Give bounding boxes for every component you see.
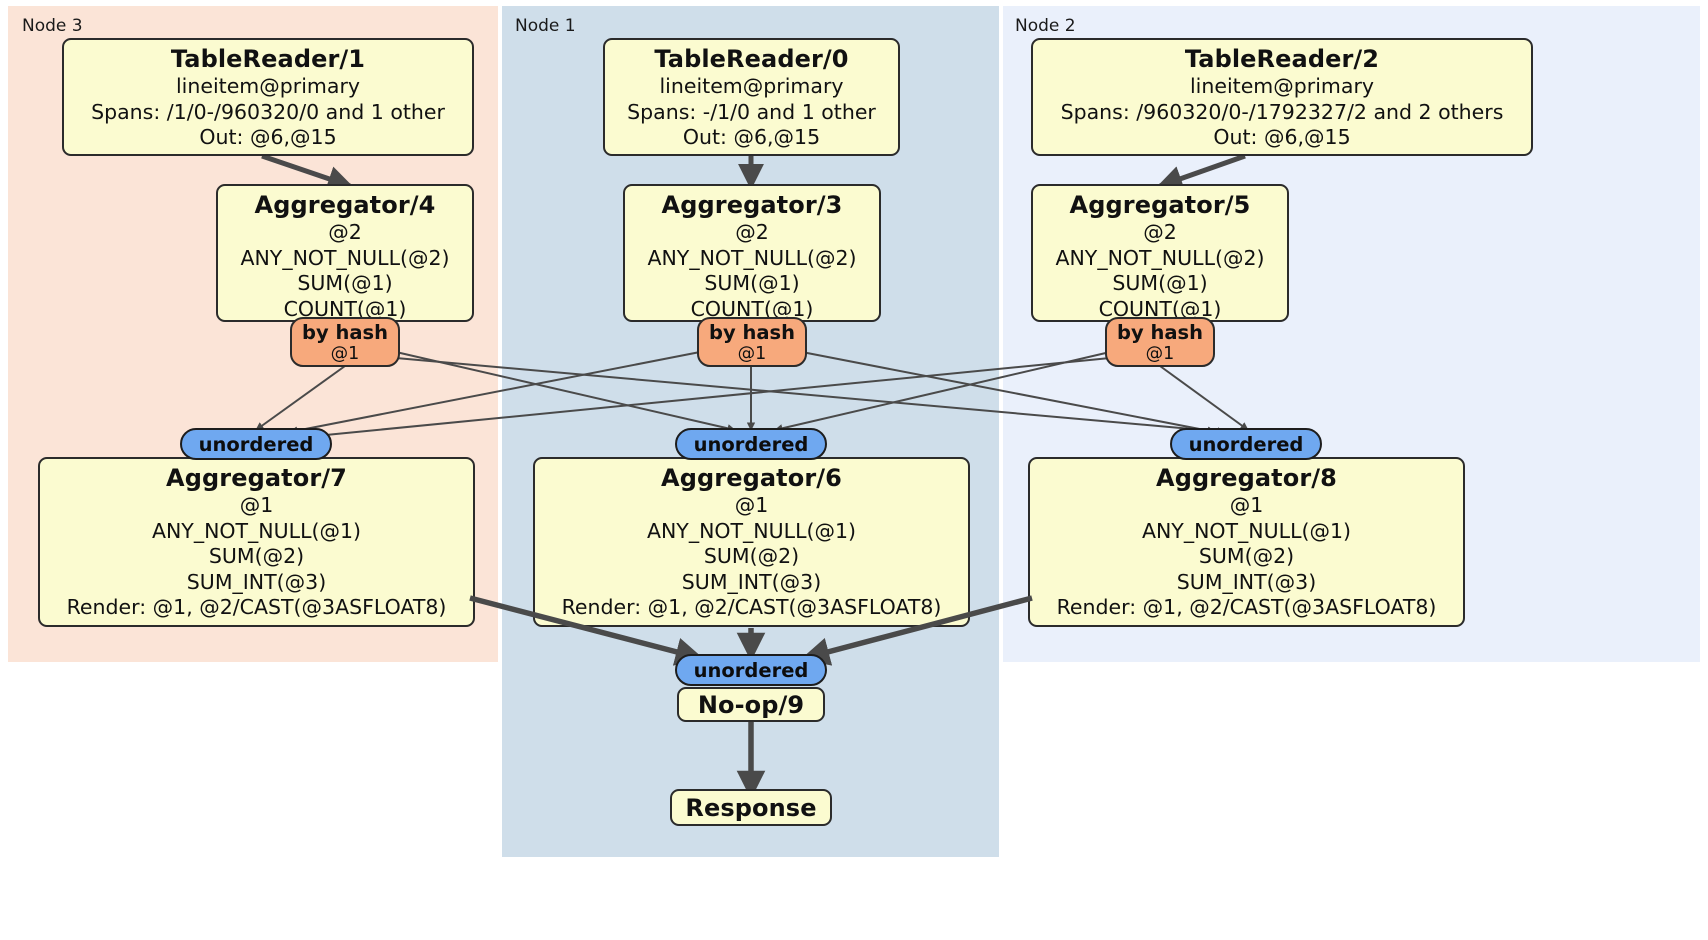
processor-detail: @2 xyxy=(735,220,769,244)
processor-response[interactable]: Response xyxy=(670,789,832,826)
edge-aggregator7-unorderedfinal xyxy=(469,595,705,666)
router-by-hash-right[interactable]: by hash @1 xyxy=(1105,317,1215,367)
processor-detail: ANY_NOT_NULL(@2) xyxy=(647,245,857,270)
processor-title: Aggregator/4 xyxy=(254,191,436,219)
edge-tablereader1-aggregator4 xyxy=(261,153,354,192)
processor-aggregator-8[interactable]: Aggregator/8 @1 ANY_NOT_NULL(@1) SUM(@2)… xyxy=(1028,457,1465,627)
router-column: @1 xyxy=(330,344,360,364)
processor-detail: ANY_NOT_NULL(@1) xyxy=(1141,518,1352,543)
processor-detail: SUM_INT(@3) xyxy=(681,569,822,594)
processor-detail: ANY_NOT_NULL(@2) xyxy=(240,245,450,270)
processor-aggregator-7[interactable]: Aggregator/7 @1 ANY_NOT_NULL(@1) SUM(@2)… xyxy=(38,457,475,627)
router-column: @1 xyxy=(1145,344,1175,364)
processor-title: Aggregator/3 xyxy=(661,191,843,219)
processor-title: TableReader/0 xyxy=(654,45,849,73)
processor-detail: SUM_INT(@3) xyxy=(186,569,327,594)
edge-tablereader2-aggregator5 xyxy=(1156,153,1246,191)
processor-title: No-op/9 xyxy=(697,691,805,719)
processor-title: Aggregator/7 xyxy=(166,464,347,492)
processor-detail: Spans: -/1/0 and 1 other xyxy=(627,99,876,124)
processor-detail: lineitem@primary xyxy=(1189,74,1375,98)
processor-detail: SUM(@1) xyxy=(704,271,800,295)
edge-aggregator8-unorderedfinal xyxy=(800,595,1033,666)
processor-detail: SUM(@1) xyxy=(1112,271,1208,295)
processor-detail: COUNT(@1) xyxy=(283,296,407,321)
processor-render: Render: @1, @2/CAST(@3ASFLOAT8) xyxy=(1056,595,1437,619)
synchronizer-unordered-center[interactable]: unordered xyxy=(675,428,827,460)
processor-detail: ANY_NOT_NULL(@1) xyxy=(151,518,362,543)
processor-detail: Spans: /960320/0-/1792327/2 and 2 others xyxy=(1060,99,1504,124)
processor-detail: Out: @6,@15 xyxy=(1213,125,1351,149)
processor-detail: @1 xyxy=(239,493,274,517)
processor-detail: @2 xyxy=(328,220,362,244)
processor-detail: @1 xyxy=(734,493,769,517)
processor-aggregator-4[interactable]: Aggregator/4 @2 ANY_NOT_NULL(@2) SUM(@1)… xyxy=(216,184,474,322)
processor-detail: @1 xyxy=(1229,493,1264,517)
router-label: by hash xyxy=(302,321,388,344)
processor-detail: COUNT(@1) xyxy=(1098,296,1222,321)
processor-render: Render: @1, @2/CAST(@3ASFLOAT8) xyxy=(561,595,942,619)
edge-hashright-unorderedcenter xyxy=(774,351,1111,433)
edge-hashcenter-unorderedleft xyxy=(289,351,701,435)
processor-title: Response xyxy=(685,794,817,822)
processor-tablereader-2[interactable]: TableReader/2 lineitem@primary Spans: /9… xyxy=(1031,38,1533,156)
processor-tablereader-0[interactable]: TableReader/0 lineitem@primary Spans: -/… xyxy=(603,38,900,156)
router-by-hash-center[interactable]: by hash @1 xyxy=(697,317,807,367)
edge-hashleft-unorderedcenter xyxy=(395,351,736,433)
node-label-node3: Node 3 xyxy=(22,16,83,36)
processor-title: Aggregator/8 xyxy=(1156,464,1337,492)
processor-title: Aggregator/5 xyxy=(1069,191,1251,219)
processor-title: Aggregator/6 xyxy=(661,464,842,492)
processor-detail: SUM(@2) xyxy=(703,544,800,568)
processor-detail: Spans: /1/0-/960320/0 and 1 other xyxy=(91,99,445,124)
processor-detail: ANY_NOT_NULL(@1) xyxy=(646,518,857,543)
processor-detail: @2 xyxy=(1143,220,1177,244)
processor-render: Render: @1, @2/CAST(@3ASFLOAT8) xyxy=(66,595,447,619)
edge-hashleft-unorderedleft xyxy=(255,365,346,431)
processor-aggregator-6[interactable]: Aggregator/6 @1 ANY_NOT_NULL(@1) SUM(@2)… xyxy=(533,457,970,627)
processor-detail: lineitem@primary xyxy=(659,74,844,98)
processor-noop-9[interactable]: No-op/9 xyxy=(677,687,825,722)
processor-detail: lineitem@primary xyxy=(175,74,361,98)
edge-hashleft-unorderedright xyxy=(395,357,1226,436)
synchronizer-unordered-final[interactable]: unordered xyxy=(675,654,827,686)
router-by-hash-left[interactable]: by hash @1 xyxy=(290,317,400,367)
processor-aggregator-3[interactable]: Aggregator/3 @2 ANY_NOT_NULL(@2) SUM(@1)… xyxy=(623,184,881,322)
processor-detail: ANY_NOT_NULL(@2) xyxy=(1055,245,1265,270)
processor-detail: Out: @6,@15 xyxy=(199,125,337,149)
processor-tablereader-1[interactable]: TableReader/1 lineitem@primary Spans: /1… xyxy=(62,38,474,156)
node-label-node1: Node 1 xyxy=(515,16,576,36)
router-label: by hash xyxy=(709,321,795,344)
router-column: @1 xyxy=(737,344,767,364)
edge-hashright-unorderedright xyxy=(1159,365,1249,431)
processor-detail: Out: @6,@15 xyxy=(682,125,821,149)
processor-detail: SUM(@2) xyxy=(1198,544,1295,568)
processor-detail: SUM(@2) xyxy=(208,544,305,568)
node-label-node2: Node 2 xyxy=(1015,16,1076,36)
router-label: by hash xyxy=(1117,321,1203,344)
synchronizer-unordered-left[interactable]: unordered xyxy=(180,428,332,460)
processor-title: TableReader/1 xyxy=(170,45,366,73)
processor-detail: SUM(@1) xyxy=(297,271,393,295)
edge-hashright-unorderedleft xyxy=(294,357,1111,442)
processor-title: TableReader/2 xyxy=(1184,45,1380,73)
processor-detail: COUNT(@1) xyxy=(690,296,814,321)
edge-hashcenter-unorderedright xyxy=(801,351,1216,435)
processor-aggregator-5[interactable]: Aggregator/5 @2 ANY_NOT_NULL(@2) SUM(@1)… xyxy=(1031,184,1289,322)
processor-detail: SUM_INT(@3) xyxy=(1176,569,1317,594)
synchronizer-unordered-right[interactable]: unordered xyxy=(1170,428,1322,460)
